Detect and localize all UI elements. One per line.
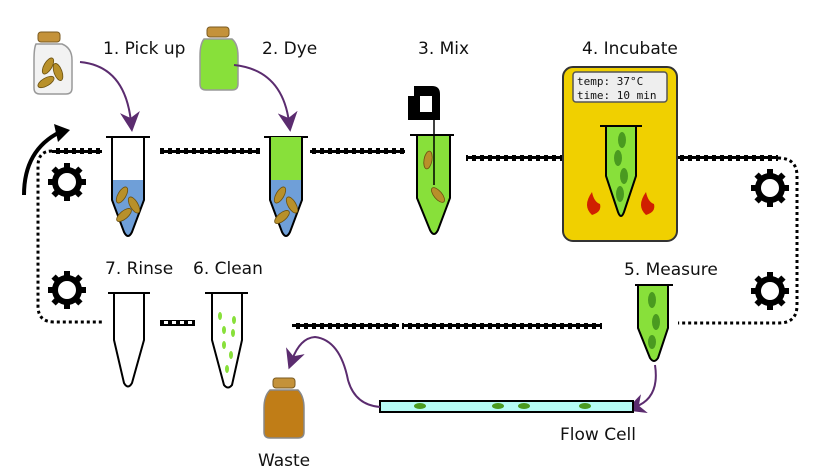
step-label-pickup: 1. Pick up	[103, 39, 185, 59]
step-label-rinse: 7. Rinse	[105, 259, 173, 279]
dye-jar-icon	[199, 26, 239, 91]
flow-cell	[379, 400, 634, 413]
step-label-clean: 6. Clean	[193, 259, 263, 279]
waste-jar-icon	[263, 377, 305, 439]
incubator: temp: 37°C time: 10 min	[562, 66, 678, 242]
incubator-time: time: 10 min	[577, 89, 656, 102]
flame-icon	[587, 192, 601, 215]
mixer-icon	[408, 86, 440, 120]
gear-icon	[48, 163, 86, 201]
step-label-measure: 5. Measure	[624, 260, 718, 280]
incubator-display	[572, 71, 668, 103]
seed-jar-icon	[33, 31, 73, 95]
tube-rinse	[108, 292, 150, 388]
flame-icon	[641, 192, 655, 215]
direction-arrow-icon	[22, 130, 61, 196]
step-label-dye: 2. Dye	[262, 39, 317, 59]
tube-clean	[205, 292, 248, 389]
incubator-temp: temp: 37°C	[577, 75, 643, 88]
step-label-incubate: 4. Incubate	[582, 39, 678, 59]
tube-mix	[410, 120, 454, 235]
waste-label: Waste	[258, 451, 310, 471]
tube-dye	[264, 136, 308, 237]
flow-cell-label: Flow Cell	[560, 425, 636, 445]
tube-pickup	[106, 136, 150, 237]
gear-icon	[751, 272, 789, 310]
conveyor-belt	[36, 148, 799, 329]
gear-icon	[751, 169, 789, 207]
gear-icon	[48, 271, 86, 309]
tube-measure	[635, 284, 673, 362]
step-label-mix: 3. Mix	[418, 39, 469, 59]
